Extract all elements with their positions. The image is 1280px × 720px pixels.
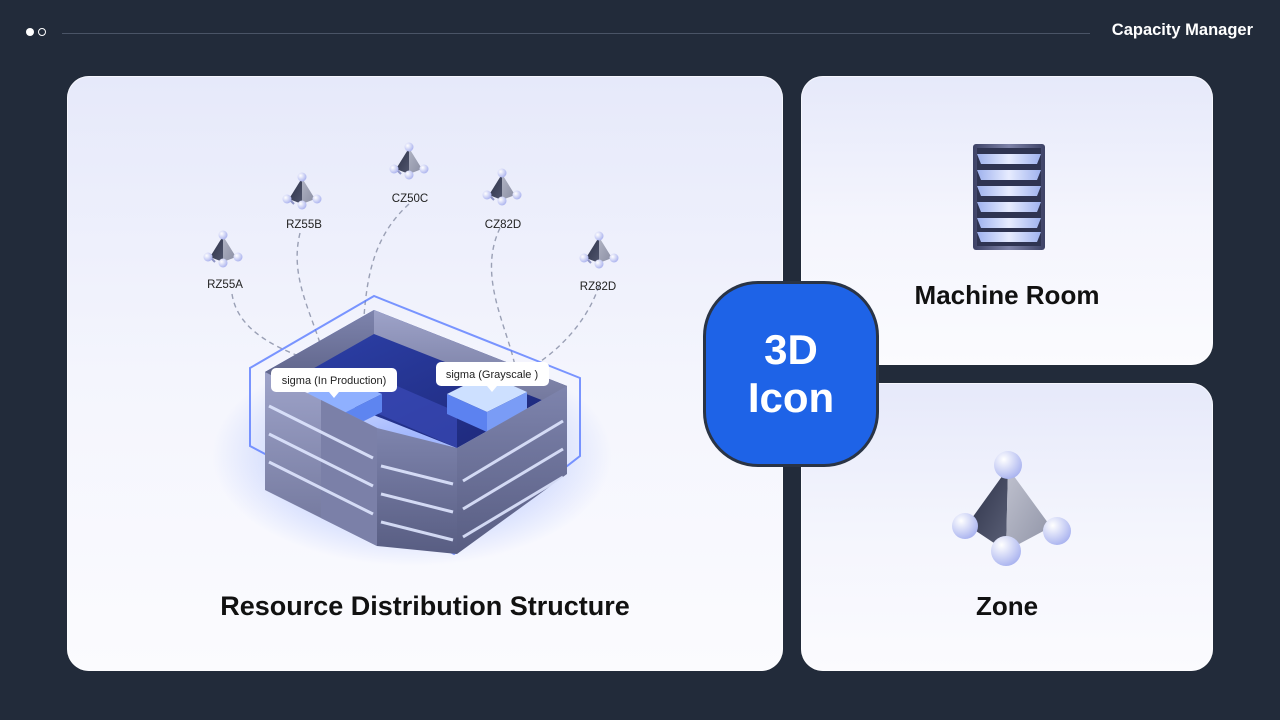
card-title: Resource Distribution Structure	[220, 591, 630, 621]
tetra-zone-icon	[481, 167, 523, 207]
tag-label: sigma (In Production)	[282, 375, 387, 387]
server-rack-icon	[973, 144, 1045, 250]
card-title: Zone	[975, 591, 1039, 621]
tetra-zone-icon	[578, 230, 620, 270]
resource-distribution-illustration: RZ55A RZ55B CZ50C CZ82D RZ82D	[202, 141, 620, 566]
tag-grayscale[interactable]: sigma (Grayscale )	[436, 362, 549, 392]
app-title: Capacity Manager	[1111, 21, 1253, 39]
page-dot[interactable]	[38, 28, 46, 36]
zone-label: RZ55A	[207, 279, 243, 291]
3d-icon-badge: 3D Icon	[706, 284, 876, 464]
zone-label: RZ55B	[286, 219, 322, 231]
page-dot-active[interactable]	[26, 28, 34, 36]
zone-node-rz82d[interactable]: RZ82D	[578, 230, 620, 294]
zone-label: CZ50C	[392, 193, 428, 205]
badge-line-1: 3D	[764, 326, 818, 373]
zone-node-rz55b[interactable]: RZ55B	[281, 171, 323, 232]
card-title: Machine Room	[914, 280, 1100, 310]
tag-label: sigma (Grayscale )	[446, 369, 538, 381]
zone-label: RZ82D	[580, 281, 616, 293]
tetra-zone-icon	[952, 451, 1071, 566]
zone-node-cz50c[interactable]: CZ50C	[388, 141, 430, 206]
zone-node-cz82d[interactable]: CZ82D	[481, 167, 523, 232]
resource-distribution-card: RZ55A RZ55B CZ50C CZ82D RZ82D	[67, 76, 783, 671]
tag-in-production[interactable]: sigma (In Production)	[271, 368, 397, 398]
header-divider	[62, 33, 1090, 34]
header-dots	[26, 28, 46, 36]
zone-node-rz55a[interactable]: RZ55A	[202, 229, 244, 292]
badge-line-2: Icon	[747, 374, 835, 421]
tetra-zone-icon	[388, 141, 430, 181]
zone-label: CZ82D	[485, 219, 521, 231]
tetra-zone-icon	[202, 229, 244, 269]
tetra-zone-icon	[281, 171, 323, 211]
data-center-illustration	[212, 294, 612, 566]
